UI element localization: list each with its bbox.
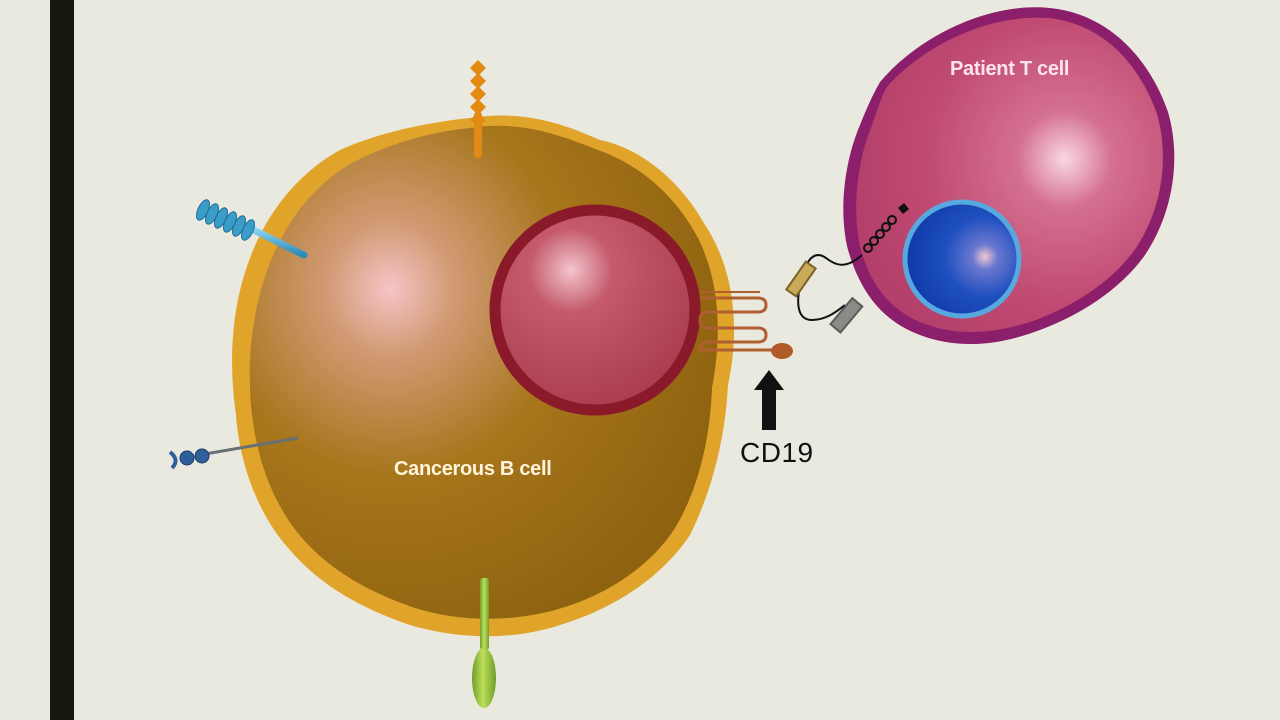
blue-bead-receptor (168, 436, 299, 470)
patient-t-cell (843, 7, 1175, 345)
cancerous-b-cell (168, 60, 735, 708)
car-receptor (784, 203, 909, 334)
cd19-receptor (698, 291, 778, 352)
t-cell-nucleus (902, 199, 1022, 319)
cd19-label: CD19 (740, 437, 814, 468)
blue-coiled-receptor (196, 199, 308, 259)
green-surface-receptor (472, 578, 496, 708)
b-cell-nucleus (489, 204, 701, 416)
left-accent-bar (50, 0, 74, 720)
pointer-arrow (754, 370, 784, 430)
cd19-bead (771, 343, 793, 359)
orange-surface-receptor (470, 60, 486, 158)
t-cell-label: Patient T cell (950, 58, 1070, 80)
b-cell-label: Cancerous B cell (394, 458, 552, 480)
